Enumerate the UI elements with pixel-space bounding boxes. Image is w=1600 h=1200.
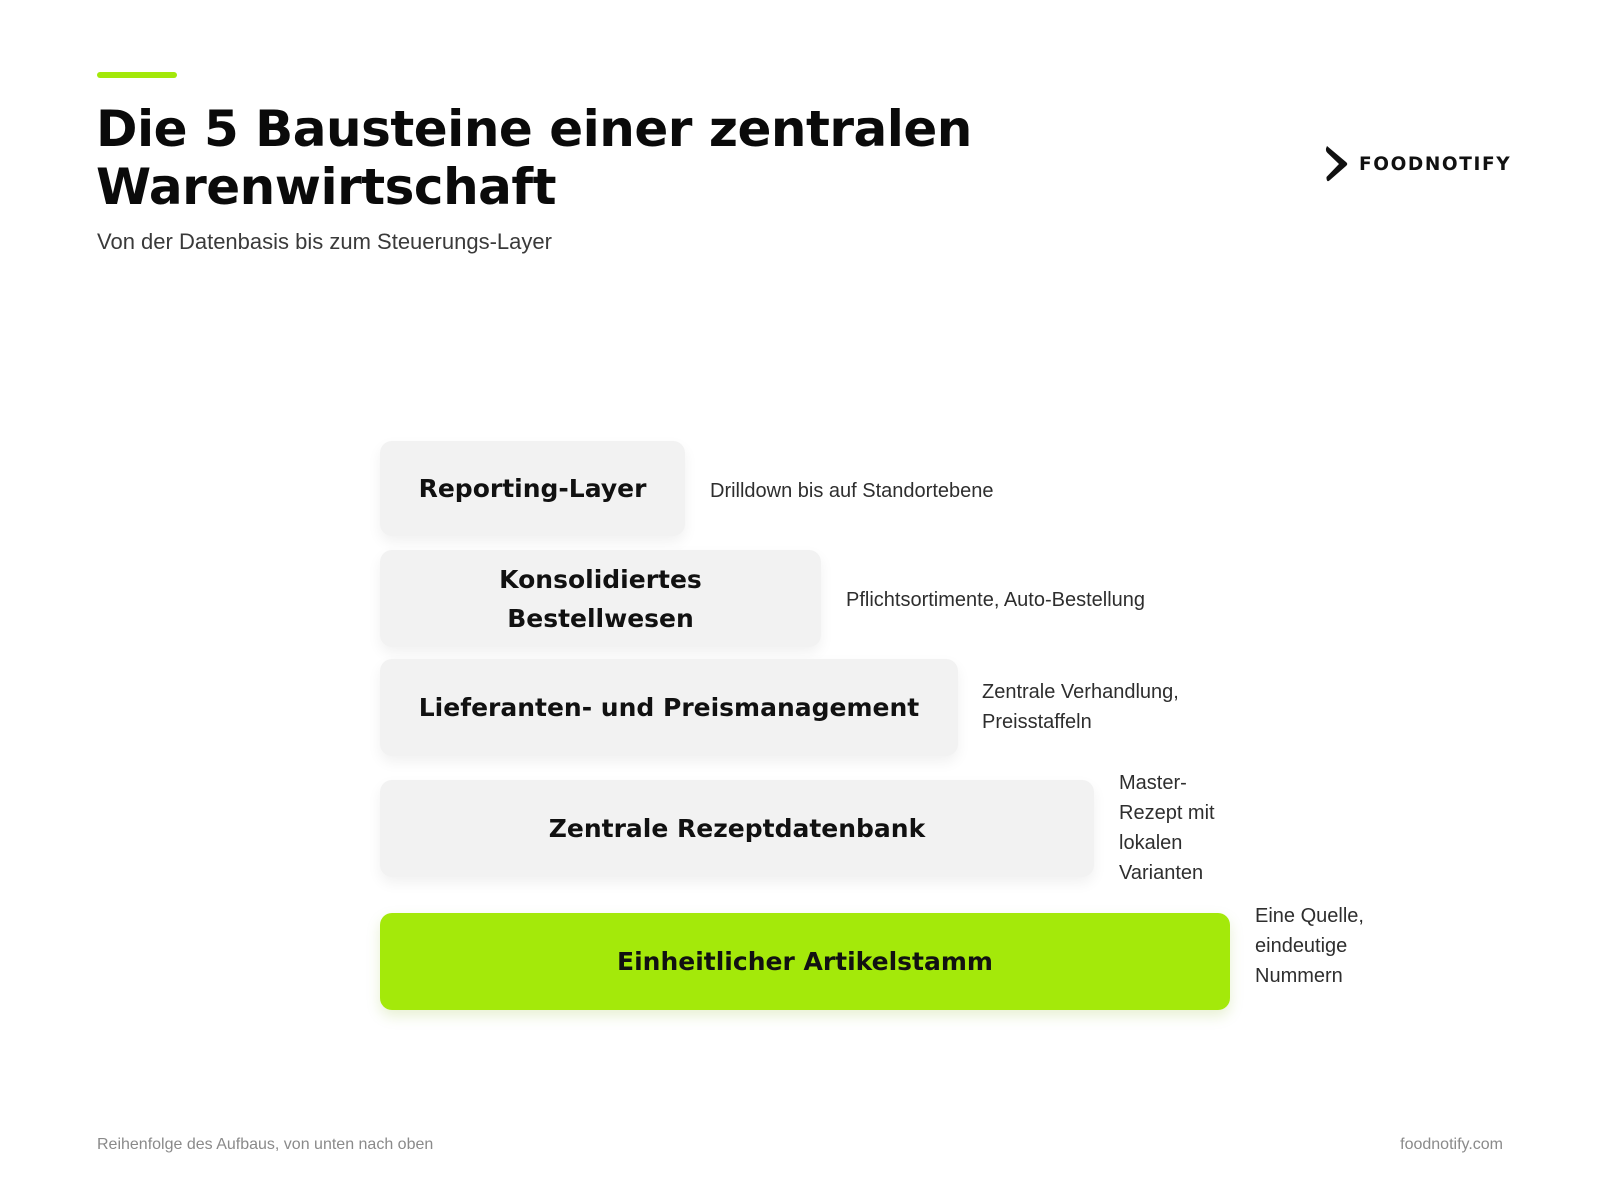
- page-title: Die 5 Bausteine einer zentralen Warenwir…: [96, 100, 1096, 216]
- footer-url: foodnotify.com: [1400, 1136, 1503, 1153]
- layer-description: Pflichtsortimente, Auto-Bestellung: [846, 589, 1146, 611]
- page-title-line-2: Warenwirtschaft: [96, 158, 557, 216]
- page-subtitle: Von der Datenbasis bis zum Steuerungs-La…: [97, 229, 552, 254]
- foodnotify-chevron-icon: [1325, 146, 1348, 182]
- layer-supplier-pricing: Lieferanten- und Preismanagement: [380, 659, 958, 756]
- footer-note: Reihenfolge des Aufbaus, von unten nach …: [97, 1136, 434, 1153]
- accent-bar: [97, 72, 177, 78]
- layer-ordering: Konsolidiertes Bestellwesen: [380, 550, 821, 647]
- layer-description: Eine Quelle, eindeutige Nummern: [1255, 905, 1364, 987]
- layer-label: Konsolidiertes Bestellwesen: [499, 564, 702, 633]
- layer-description: Drilldown bis auf Standortebene: [710, 480, 994, 502]
- layer-label: Zentrale Rezeptdatenbank: [548, 814, 926, 843]
- layer-reporting: Reporting-Layer: [380, 441, 685, 536]
- brand-logo: FOODNOTIFY: [1324, 144, 1511, 184]
- layer-label: Lieferanten- und Preismanagement: [418, 693, 920, 722]
- layer-recipe-database: Zentrale Rezeptdatenbank: [380, 780, 1094, 877]
- page-title-line-1: Die 5 Bausteine einer zentralen: [96, 100, 972, 158]
- layer-label: Reporting-Layer: [418, 474, 647, 503]
- layer-label: Einheitlicher Artikelstamm: [617, 947, 993, 976]
- layer-article-master: Einheitlicher Artikelstamm: [380, 913, 1230, 1010]
- layer-description: Zentrale Verhandlung, Preisstaffeln: [982, 681, 1179, 733]
- brand-name: FOODNOTIFY: [1359, 153, 1512, 175]
- layer-description: Master-Rezept mit lokalen Varianten: [1119, 772, 1215, 884]
